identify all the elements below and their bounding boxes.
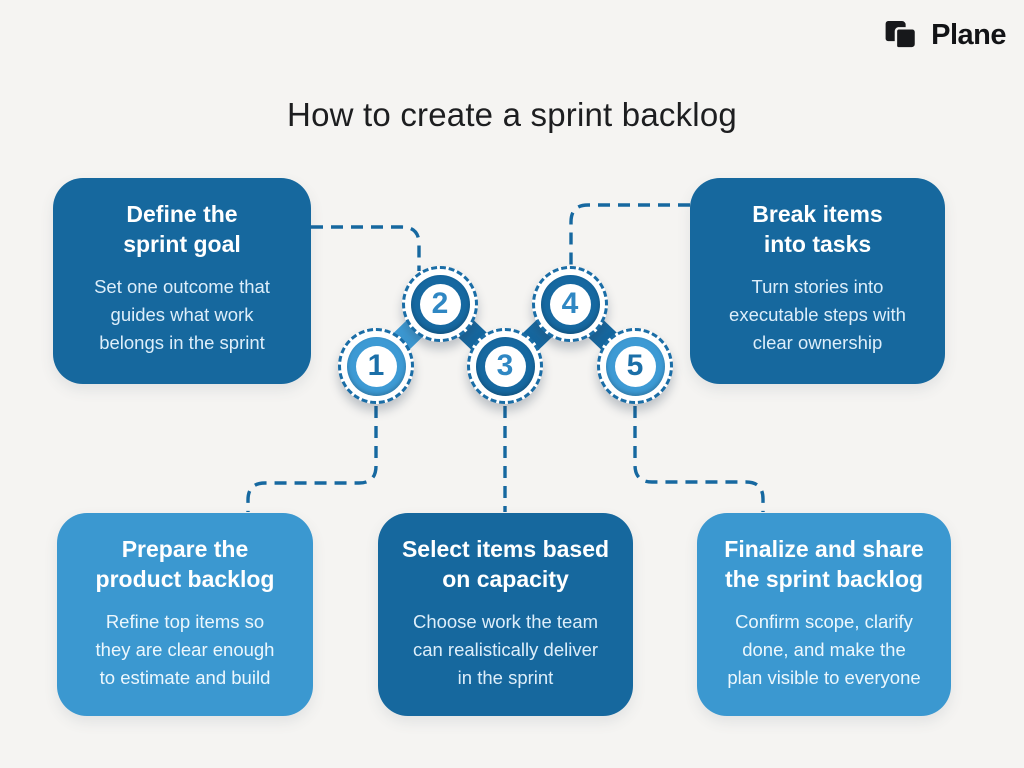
step-circle-2: 2 [402, 266, 478, 342]
step-inner: 5 [614, 345, 656, 387]
card-body: Choose work the team can realistically d… [412, 610, 599, 688]
card-heading: Select items based on capacity [401, 536, 610, 592]
step-ring: 3 [475, 336, 535, 396]
card-select-items-based-on-capacity: Select items based on capacity Choose wo… [378, 513, 633, 716]
connector-step5-card5 [633, 406, 765, 512]
step-ring: 2 [410, 274, 470, 334]
step-circle-5: 5 [597, 328, 673, 404]
step-circle-3: 3 [467, 328, 543, 404]
card-heading: Finalize and share the sprint backlog [724, 536, 924, 592]
step-inner: 2 [419, 283, 461, 325]
card-body: Turn stories into executable steps with … [729, 275, 906, 353]
card-prepare-product-backlog: Prepare the product backlog Refine top i… [57, 513, 313, 716]
step-number: 5 [626, 349, 644, 382]
step-circle-1: 1 [338, 328, 414, 404]
step-ring: 5 [605, 336, 665, 396]
connector-step1-card3 [246, 406, 378, 512]
step-number: 4 [561, 287, 579, 320]
step-inner: 3 [484, 345, 526, 387]
step-ring: 4 [540, 274, 600, 334]
card-heading: Prepare the product backlog [95, 536, 275, 592]
plane-logo-text: Plane [931, 18, 1006, 51]
card-heading: Break items into tasks [752, 201, 883, 257]
card-body: Set one outcome that guides what work be… [94, 275, 270, 353]
step-number: 3 [496, 349, 514, 382]
step-number: 2 [431, 287, 449, 320]
connector-card1-step2 [311, 225, 421, 271]
card-body: Refine top items so they are clear enoug… [95, 610, 275, 688]
card-body: Confirm scope, clarify done, and make th… [727, 610, 921, 688]
plane-logo: Plane [882, 18, 1006, 52]
step-inner: 1 [355, 345, 397, 387]
card-break-items-into-tasks: Break items into tasks Turn stories into… [690, 178, 945, 384]
step-ring: 1 [346, 336, 406, 396]
card-finalize-and-share-sprint-backlog: Finalize and share the sprint backlog Co… [697, 513, 951, 716]
step-circle-4: 4 [532, 266, 608, 342]
page-title: How to create a sprint backlog [287, 96, 737, 133]
plane-logo-icon [885, 21, 918, 50]
card-define-sprint-goal: Define the sprint goal Set one outcome t… [53, 178, 311, 384]
card-heading: Define the sprint goal [123, 201, 241, 257]
connector-card2-step4 [569, 203, 690, 265]
step-number: 1 [367, 349, 385, 382]
step-inner: 4 [549, 283, 591, 325]
